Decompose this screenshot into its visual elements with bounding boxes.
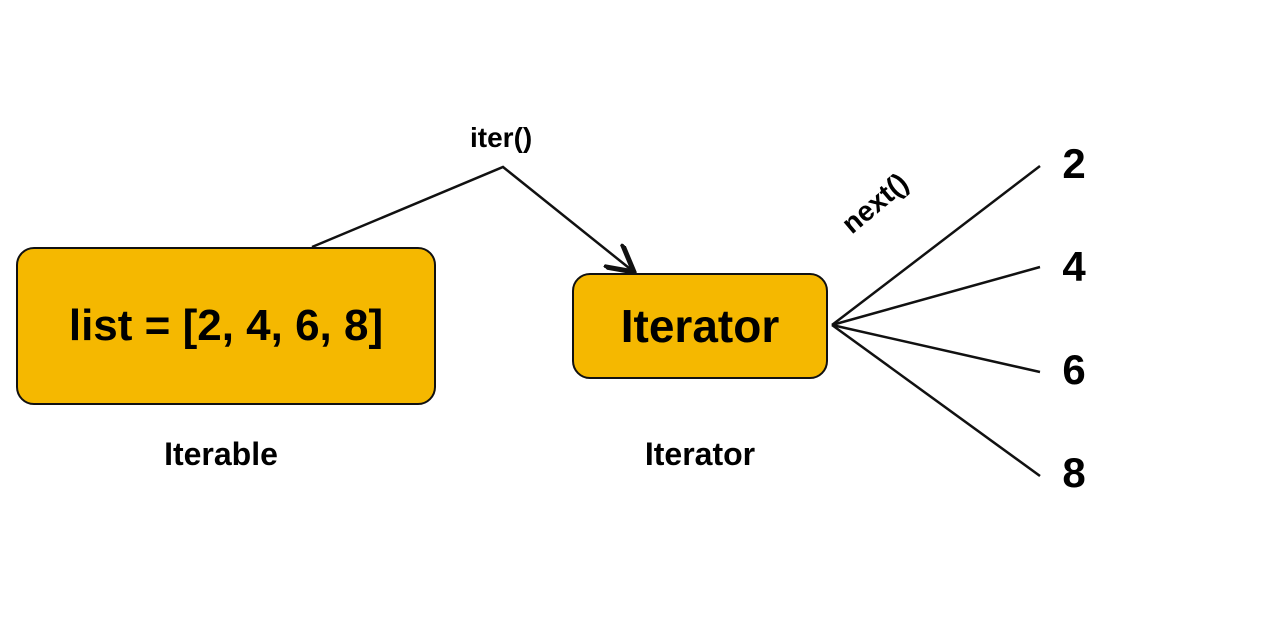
next-line-8 xyxy=(831,323,1041,478)
iterator-box: Iterator xyxy=(572,273,828,379)
yielded-value: 6 xyxy=(1062,346,1086,393)
iterable-box: list = [2, 4, 6, 8] xyxy=(16,247,436,405)
iterator-label: Iterator xyxy=(620,300,780,352)
next-line-4 xyxy=(831,265,1041,327)
iterator-caption: Iterator xyxy=(644,436,756,472)
next-line-2 xyxy=(831,165,1041,326)
next-line-6 xyxy=(831,323,1041,374)
iterable-caption: Iterable xyxy=(164,436,278,472)
iter-function-label: iter() xyxy=(470,122,533,153)
yielded-value: 8 xyxy=(1062,449,1086,496)
yielded-value: 2 xyxy=(1062,140,1086,187)
iterable-code: list = [2, 4, 6, 8] xyxy=(68,301,384,350)
yielded-value: 4 xyxy=(1062,243,1086,290)
iter-arrow xyxy=(311,165,634,272)
